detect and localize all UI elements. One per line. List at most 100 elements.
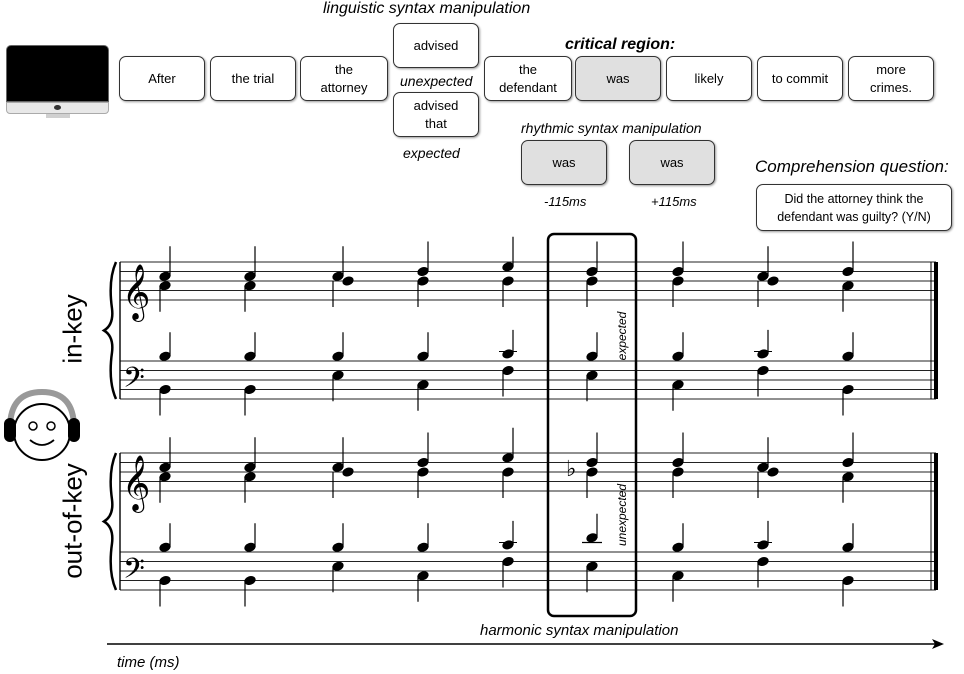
note-head	[672, 571, 684, 581]
note-head	[417, 457, 429, 468]
note-head	[842, 281, 854, 291]
arrow-head-icon	[932, 639, 944, 649]
word-box: likely	[666, 56, 752, 101]
critical-word-box: was	[575, 56, 661, 101]
note-head	[159, 472, 171, 482]
word-box: After	[119, 56, 205, 101]
note-head	[417, 571, 429, 581]
linguistic-heading: linguistic syntax manipulation	[323, 0, 531, 17]
note-head	[672, 276, 684, 286]
note-head	[586, 370, 598, 380]
word-box: the attorney	[300, 56, 388, 101]
note-head	[417, 542, 429, 552]
note-head	[244, 542, 256, 552]
bass-clef-icon: 𝄢	[123, 553, 145, 593]
critical-chord-box	[546, 232, 638, 618]
note-head	[842, 351, 854, 361]
variant-unexpected-box: advised	[393, 23, 479, 68]
note-head	[842, 384, 854, 395]
note-head	[417, 351, 429, 361]
note-head	[672, 266, 684, 277]
expected-note-label: expected	[615, 311, 629, 361]
rhythmic-heading: rhythmic syntax manipulation	[521, 120, 702, 136]
note-head	[842, 457, 854, 468]
brace	[101, 261, 118, 400]
note-head	[842, 266, 854, 277]
note-head	[672, 457, 684, 468]
note-head	[502, 365, 514, 376]
note-head	[159, 271, 171, 281]
note-head	[757, 271, 769, 281]
note-head	[757, 462, 769, 472]
comprehension-heading: Comprehension question:	[755, 157, 949, 176]
expected-label: expected	[403, 145, 460, 161]
note-head	[417, 266, 429, 277]
note-head	[586, 457, 598, 468]
note-head	[244, 384, 256, 395]
note-head	[342, 467, 354, 477]
note-head	[767, 467, 779, 477]
note-head	[159, 384, 171, 395]
comprehension-question-box: Did the attorney think the defendant was…	[756, 184, 952, 231]
note-head	[159, 281, 171, 291]
note-head	[767, 276, 779, 286]
late-word-box: was	[629, 140, 715, 185]
note-head	[417, 380, 429, 390]
note-head	[586, 276, 598, 286]
note-head	[332, 561, 344, 571]
monitor-icon	[6, 45, 110, 118]
note-head	[586, 561, 598, 571]
treble-clef-icon: 𝄞	[122, 264, 150, 322]
note-head	[842, 472, 854, 482]
note-head	[586, 351, 598, 361]
note-head	[672, 380, 684, 390]
note-head	[332, 542, 344, 552]
word-box: the defendant	[484, 56, 572, 101]
harmonic-label: harmonic syntax manipulation	[480, 622, 679, 639]
note-head	[502, 453, 514, 463]
variant-expected-box: advised that	[393, 92, 479, 137]
note-head	[244, 281, 256, 291]
bass-clef-icon: 𝄢	[123, 362, 145, 402]
late-offset-label: +115ms	[651, 194, 697, 209]
time-axis-label: time (ms)	[117, 654, 180, 671]
note-head	[672, 351, 684, 361]
unexpected-label: unexpected	[400, 73, 473, 89]
note-head	[244, 462, 256, 472]
note-head	[842, 542, 854, 552]
early-word-box: was	[521, 140, 607, 185]
headphones-face-icon	[4, 388, 80, 461]
note-head	[586, 266, 598, 277]
note-head	[159, 542, 171, 552]
note-head	[244, 472, 256, 482]
note-head	[502, 262, 514, 272]
note-head	[502, 276, 514, 286]
note-head	[244, 351, 256, 361]
note-head	[332, 462, 344, 472]
word-box: more crimes.	[848, 56, 934, 101]
note-head	[586, 467, 598, 477]
note-head	[842, 575, 854, 586]
word-box: the trial	[210, 56, 296, 101]
treble-clef-icon: 𝄞	[122, 455, 150, 513]
note-head	[672, 467, 684, 477]
note-head	[332, 370, 344, 380]
note-head	[159, 462, 171, 472]
word-box: to commit	[757, 56, 843, 101]
unexpected-note-label: unexpected	[615, 483, 629, 547]
note-head	[159, 351, 171, 361]
note-head	[332, 351, 344, 361]
note-head	[417, 276, 429, 286]
brace	[101, 452, 118, 591]
note-head	[159, 575, 171, 586]
note-head	[757, 556, 769, 567]
critical-region-heading: critical region:	[565, 36, 676, 53]
note-head	[672, 542, 684, 552]
note-head	[586, 533, 598, 543]
flat-icon: ♭	[566, 457, 576, 482]
note-head	[417, 467, 429, 477]
note-head	[502, 556, 514, 567]
early-offset-label: -115ms	[544, 194, 587, 209]
note-head	[244, 271, 256, 281]
